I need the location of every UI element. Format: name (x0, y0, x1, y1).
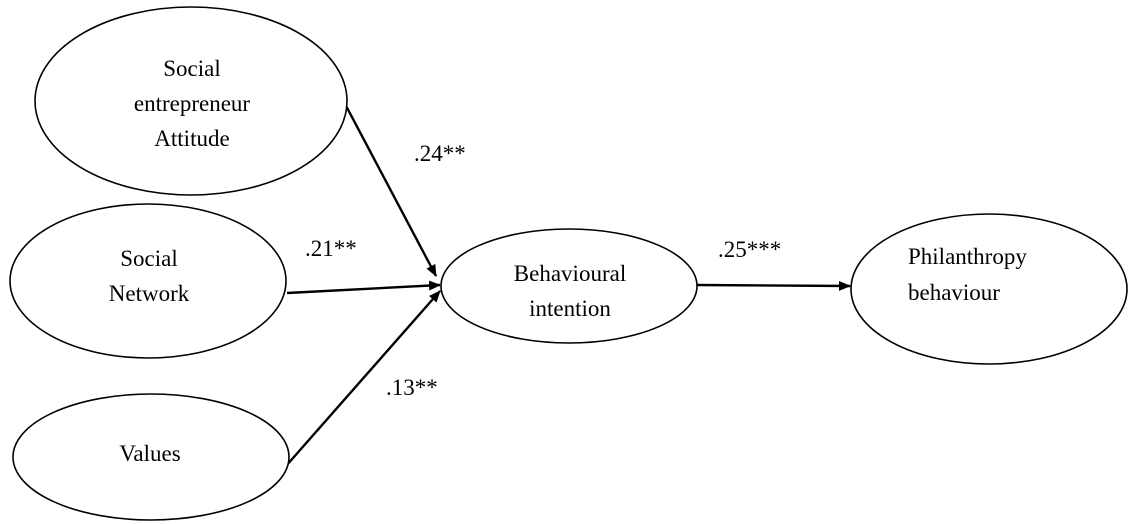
node-philanthropy-line-2: behaviour (908, 280, 1000, 305)
edge-labels: .24** .21** .13** .25*** (305, 141, 781, 400)
node-network: Social Network (9, 203, 287, 359)
coefficient-intention: .25*** (718, 237, 781, 262)
edge-values-to-intention (285, 290, 441, 467)
coefficient-network: .21** (305, 236, 357, 261)
node-network-line-2: Network (109, 281, 190, 306)
node-attitude-ellipse (34, 6, 348, 196)
node-values: Values (12, 393, 290, 521)
node-attitude-line-1: Social (163, 56, 221, 81)
coefficient-values: .13** (386, 375, 438, 400)
node-philanthropy-ellipse (850, 213, 1128, 365)
node-philanthropy: Philanthropy behaviour (850, 213, 1128, 365)
edge-network-to-intention (286, 280, 441, 295)
node-network-line-1: Social (120, 246, 178, 271)
node-attitude-line-2: entrepreneur (134, 91, 251, 116)
node-intention-ellipse (440, 228, 698, 344)
edges (285, 101, 851, 467)
node-attitude: Social entrepreneur Attitude (34, 6, 348, 196)
node-network-ellipse (9, 203, 287, 359)
node-intention: Behavioural intention (440, 228, 698, 344)
node-intention-line-2: intention (529, 296, 611, 321)
node-values-line-1: Values (119, 441, 180, 466)
edge-intention-to-philanthropy (696, 280, 851, 291)
node-values-ellipse (12, 393, 290, 521)
node-philanthropy-line-1: Philanthropy (908, 244, 1027, 269)
coefficient-attitude: .24** (414, 141, 466, 166)
node-attitude-line-3: Attitude (154, 126, 229, 151)
node-intention-line-1: Behavioural (514, 261, 626, 286)
edge-attitude-to-intention (342, 101, 438, 277)
